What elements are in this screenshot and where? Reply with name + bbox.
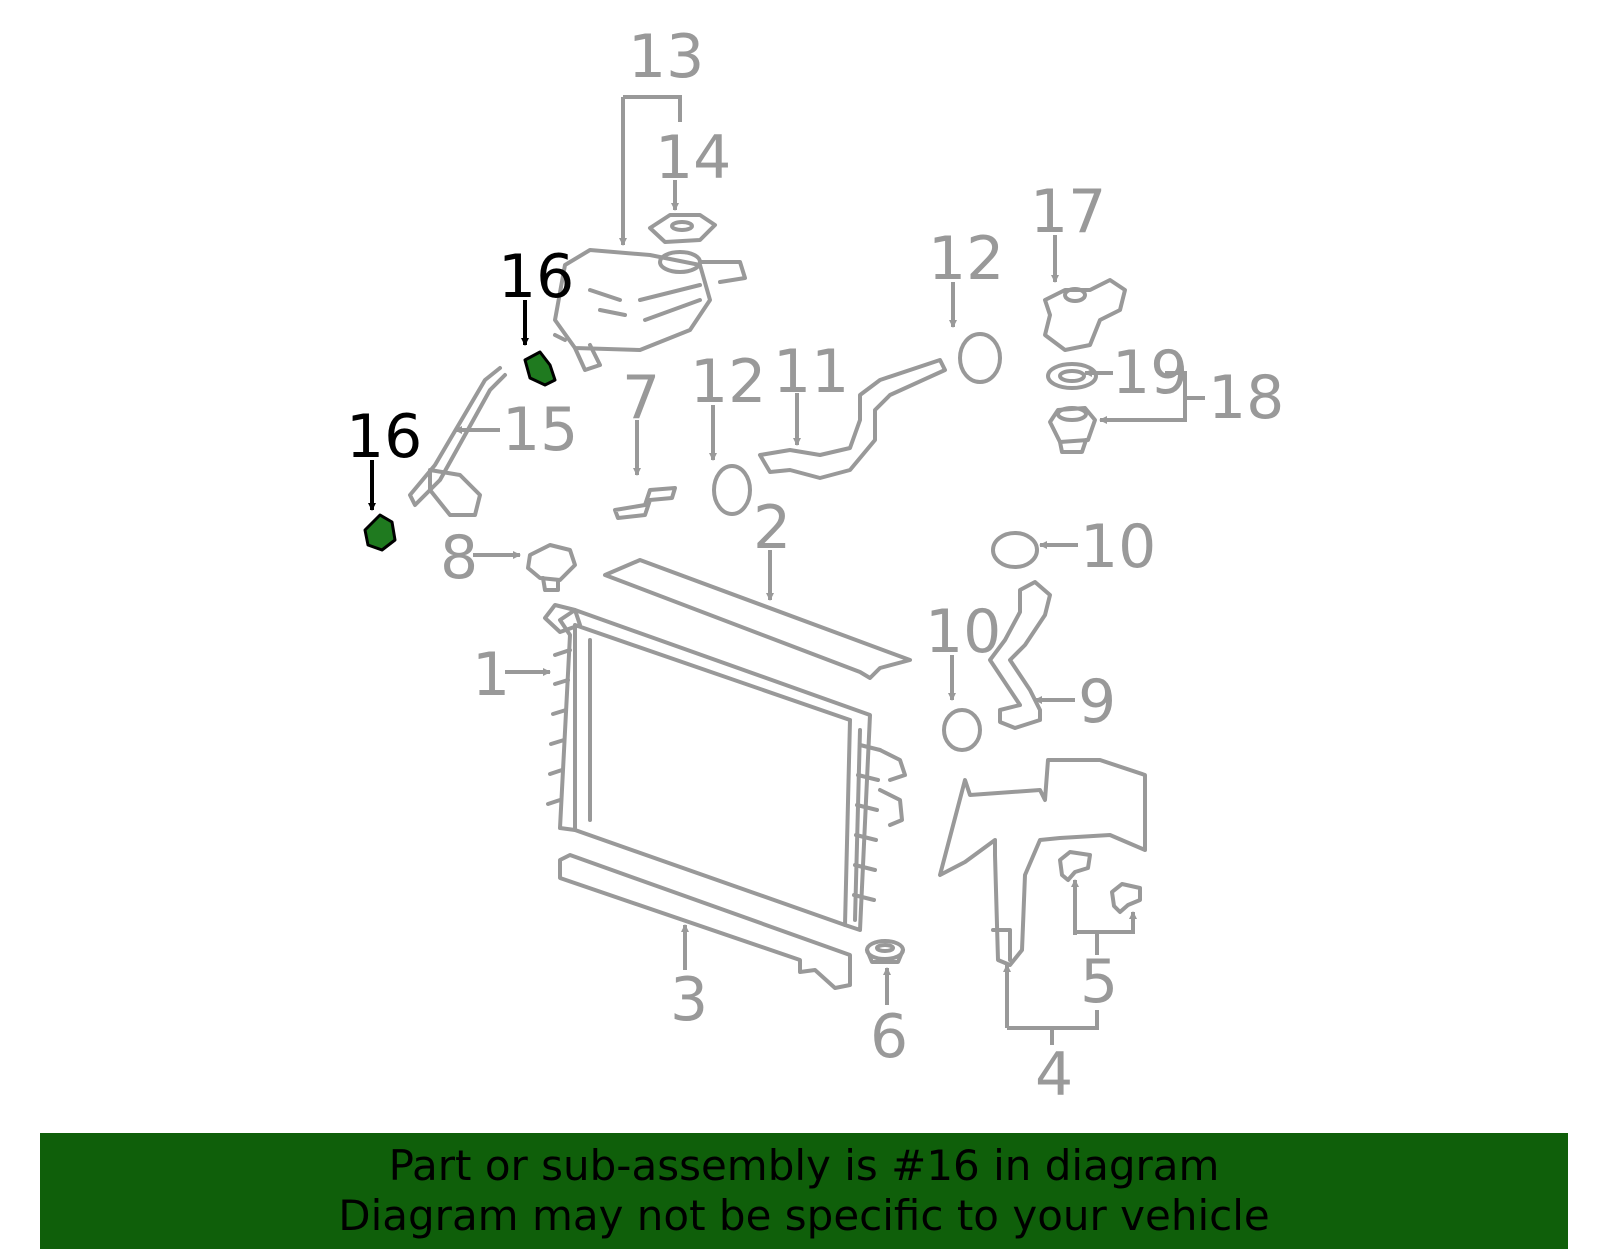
callout-4: 4 xyxy=(1035,1040,1073,1110)
upper-hose xyxy=(758,358,947,480)
air-baffle xyxy=(603,558,912,680)
reservoir-cap xyxy=(648,213,717,244)
banner-line-2: Diagram may not be specific to your vehi… xyxy=(338,1191,1270,1240)
highlighted-clamp-lower[interactable] xyxy=(363,513,397,552)
callout-12-lower: 12 xyxy=(690,347,766,417)
lower-hose xyxy=(988,580,1052,730)
callout-3: 3 xyxy=(670,965,708,1035)
callout-14: 14 xyxy=(655,123,731,193)
radiator xyxy=(543,603,907,932)
hose-clamp-12b xyxy=(712,464,752,516)
callout-10-upper: 10 xyxy=(1080,512,1156,582)
callout-1: 1 xyxy=(472,640,510,710)
lower-baffle xyxy=(558,853,852,990)
hose-clamp-10a xyxy=(991,531,1039,569)
clips xyxy=(1058,850,1142,914)
callout-16-lower[interactable]: 16 xyxy=(346,402,422,472)
overflow-hose xyxy=(408,366,507,517)
hose-clamp-12a xyxy=(958,332,1002,384)
callout-8: 8 xyxy=(440,523,478,593)
thermostat-housing xyxy=(1043,278,1127,352)
callout-2: 2 xyxy=(753,493,791,563)
info-banner: Part or sub-assembly is #16 in diagram D… xyxy=(40,1133,1568,1249)
radiator-cap xyxy=(526,543,577,592)
callout-10-lower: 10 xyxy=(925,597,1001,667)
callout-19: 19 xyxy=(1112,338,1188,408)
callout-13: 13 xyxy=(628,22,704,92)
hose-clamp-10b xyxy=(942,708,982,752)
callout-12-upper: 12 xyxy=(928,224,1004,294)
callout-18: 18 xyxy=(1208,363,1284,433)
callout-11: 11 xyxy=(773,337,849,407)
callout-17: 17 xyxy=(1030,177,1106,247)
bracket xyxy=(613,486,677,520)
callout-7: 7 xyxy=(622,363,660,433)
banner-line-1: Part or sub-assembly is #16 in diagram xyxy=(388,1141,1220,1190)
leader-lines xyxy=(368,95,1205,1045)
gasket xyxy=(1046,362,1098,390)
callout-9: 9 xyxy=(1078,667,1116,737)
callout-16-upper[interactable]: 16 xyxy=(498,242,574,312)
callout-6: 6 xyxy=(870,1002,908,1072)
callout-15: 15 xyxy=(502,395,578,465)
callout-5: 5 xyxy=(1080,947,1118,1017)
highlighted-clamp-upper[interactable] xyxy=(523,350,557,387)
drain-plug xyxy=(865,939,905,964)
fan-shroud xyxy=(938,758,1147,967)
thermostat xyxy=(1048,406,1097,454)
